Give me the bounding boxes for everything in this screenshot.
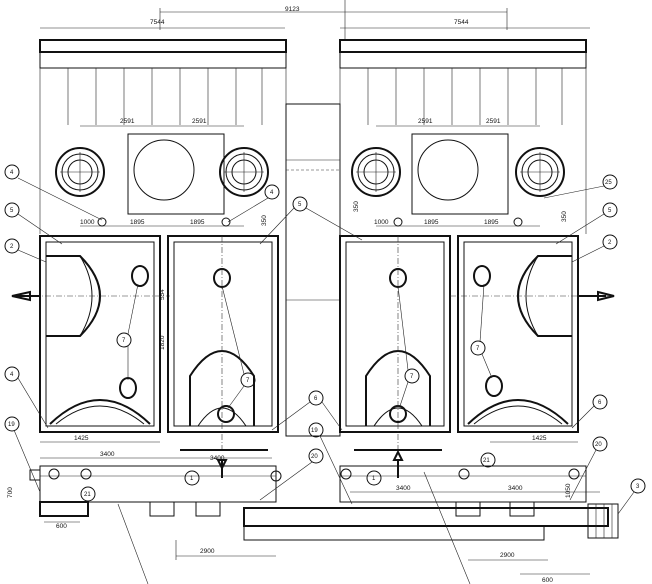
callout-label-7d: 7 bbox=[476, 346, 480, 352]
callout-label-5a: 5 bbox=[10, 208, 14, 214]
callout-label-6a: 6 bbox=[314, 396, 318, 402]
dim-burner-1: 2591 bbox=[120, 118, 135, 125]
callouts: 4 5 2 7 4 19 21 7 4 5 6 1 bbox=[4, 164, 646, 515]
dim-side-offset-right: 1425 bbox=[532, 435, 547, 442]
right-unit: 2591 2591 1000 1895 1895 350 350 bbox=[339, 39, 615, 478]
burner-right-1 bbox=[351, 147, 401, 197]
dim-bottom-right: 2900 bbox=[500, 552, 515, 559]
callout-label-7a: 7 bbox=[122, 338, 126, 344]
callout-label-6b: 6 bbox=[598, 400, 602, 406]
dim-vertical-mid: 1820 bbox=[159, 335, 166, 350]
callout-label-5b: 5 bbox=[298, 202, 302, 208]
callout-label-21b: 21 bbox=[483, 458, 490, 464]
callout-label-4b: 4 bbox=[270, 190, 274, 196]
dim-height-right: 1050 bbox=[565, 483, 572, 498]
dim-lower-center2: 3400 bbox=[396, 485, 411, 492]
callout-label-2R: 2 bbox=[608, 240, 612, 246]
dim-burner-3: 2591 bbox=[418, 118, 433, 125]
callout-label-5c: 5 bbox=[608, 208, 612, 214]
dim-door-mark: 554 bbox=[159, 289, 166, 300]
left-unit: 2591 2591 1000 1895 1895 350 bbox=[11, 39, 287, 478]
callout-label-2L: 2 bbox=[10, 244, 14, 250]
callout-4a bbox=[4, 164, 20, 180]
dim-inner-6: 1895 bbox=[484, 219, 499, 226]
burner-left-1 bbox=[55, 147, 105, 197]
dim-side-offset-left: 1425 bbox=[74, 435, 89, 442]
dim-burner-4: 2591 bbox=[486, 118, 501, 125]
callout-label-1b: 1 bbox=[372, 476, 376, 482]
dim-burner-2: 2591 bbox=[192, 118, 207, 125]
dim-vertical-small-right: 350 bbox=[561, 211, 568, 222]
dim-unit-right: 7544 bbox=[454, 19, 469, 26]
dim-inner-1: 1000 bbox=[80, 219, 95, 226]
lower-structure: 1425 1425 3400 3400 3400 3400 700 600 10… bbox=[7, 435, 619, 584]
callout-label-7b: 7 bbox=[246, 378, 250, 384]
callout-label-7c: 7 bbox=[410, 374, 414, 380]
dim-inner-5: 1895 bbox=[424, 219, 439, 226]
dim-lower-right: 3400 bbox=[508, 485, 523, 492]
callout-label-4c: 4 bbox=[10, 372, 14, 378]
callout-label-20b: 20 bbox=[595, 442, 602, 448]
burner-right-2 bbox=[515, 147, 565, 197]
dim-bottom-left: 2900 bbox=[200, 548, 215, 555]
dim-height-left: 700 bbox=[7, 487, 14, 498]
dim-vertical-left: 350 bbox=[261, 215, 268, 226]
callout-label-20: 20 bbox=[311, 454, 318, 460]
dim-vertical-small-left: 350 bbox=[353, 201, 360, 212]
dim-base-left: 600 bbox=[56, 523, 67, 530]
dim-inner-2: 1895 bbox=[130, 219, 145, 226]
dim-bottom-far: 600 bbox=[542, 577, 553, 584]
callout-label-4a: 4 bbox=[10, 170, 14, 176]
middle-connector bbox=[285, 103, 341, 437]
dim-inner-3: 1895 bbox=[190, 219, 205, 226]
dim-unit-left: 7544 bbox=[150, 19, 165, 26]
top-dimensions: 9123 7544 7544 bbox=[40, 0, 590, 40]
dim-inner-4: 1000 bbox=[374, 219, 389, 226]
callout-label-19: 19 bbox=[8, 422, 15, 428]
callout-label-19b: 19 bbox=[311, 428, 318, 434]
dim-overall: 9123 bbox=[285, 6, 300, 13]
callout-label-3: 3 bbox=[636, 484, 640, 490]
callout-label-21: 21 bbox=[84, 492, 91, 498]
dim-lower-left: 3400 bbox=[100, 451, 115, 458]
callout-label-1a: 1 bbox=[190, 476, 194, 482]
burner-left-2 bbox=[219, 147, 269, 197]
callout-label-25: 25 bbox=[605, 180, 612, 186]
dim-lower-center: 3400 bbox=[210, 455, 225, 462]
